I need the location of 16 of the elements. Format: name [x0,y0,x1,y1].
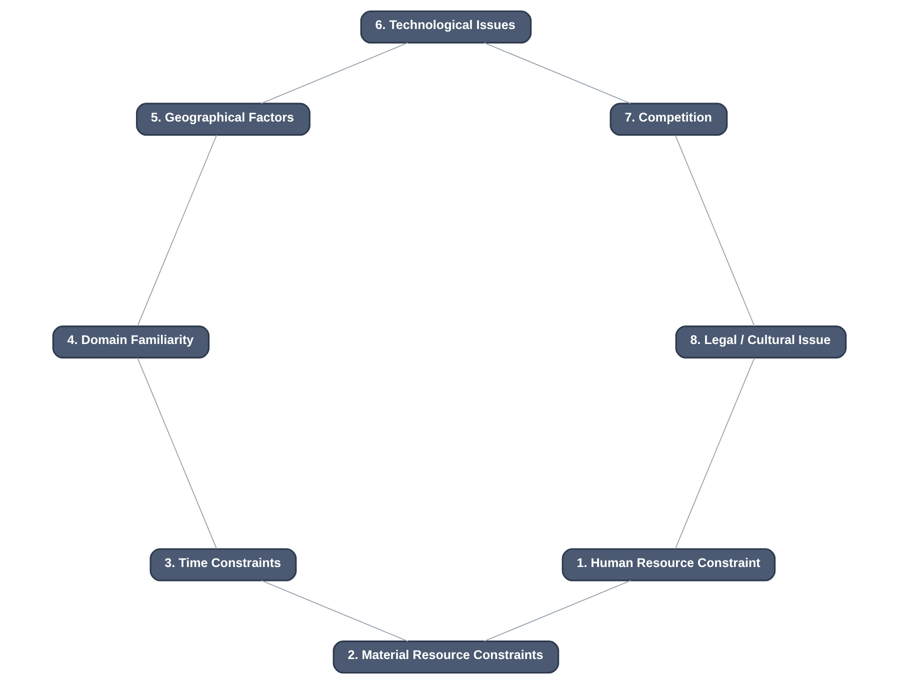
connector [484,580,632,642]
connector [674,358,755,550]
node-box: 1. Human Resource Constraint [562,548,776,582]
node-box: 7. Competition [610,102,728,136]
node-box: 8. Legal / Cultural Issue [675,325,847,358]
node-box: 4. Domain Familiarity [52,325,210,358]
node-box: 5. Geographical Factors [136,102,310,136]
connector [137,357,218,550]
node-box: 6. Technological Issues [360,10,532,44]
connector [261,580,408,642]
node-box: 2. Material Resource Constraints [332,640,560,674]
connector [484,42,631,104]
connector [137,134,218,326]
connector [260,42,408,104]
connector [674,134,755,327]
node-box: 3. Time Constraints [150,548,297,582]
